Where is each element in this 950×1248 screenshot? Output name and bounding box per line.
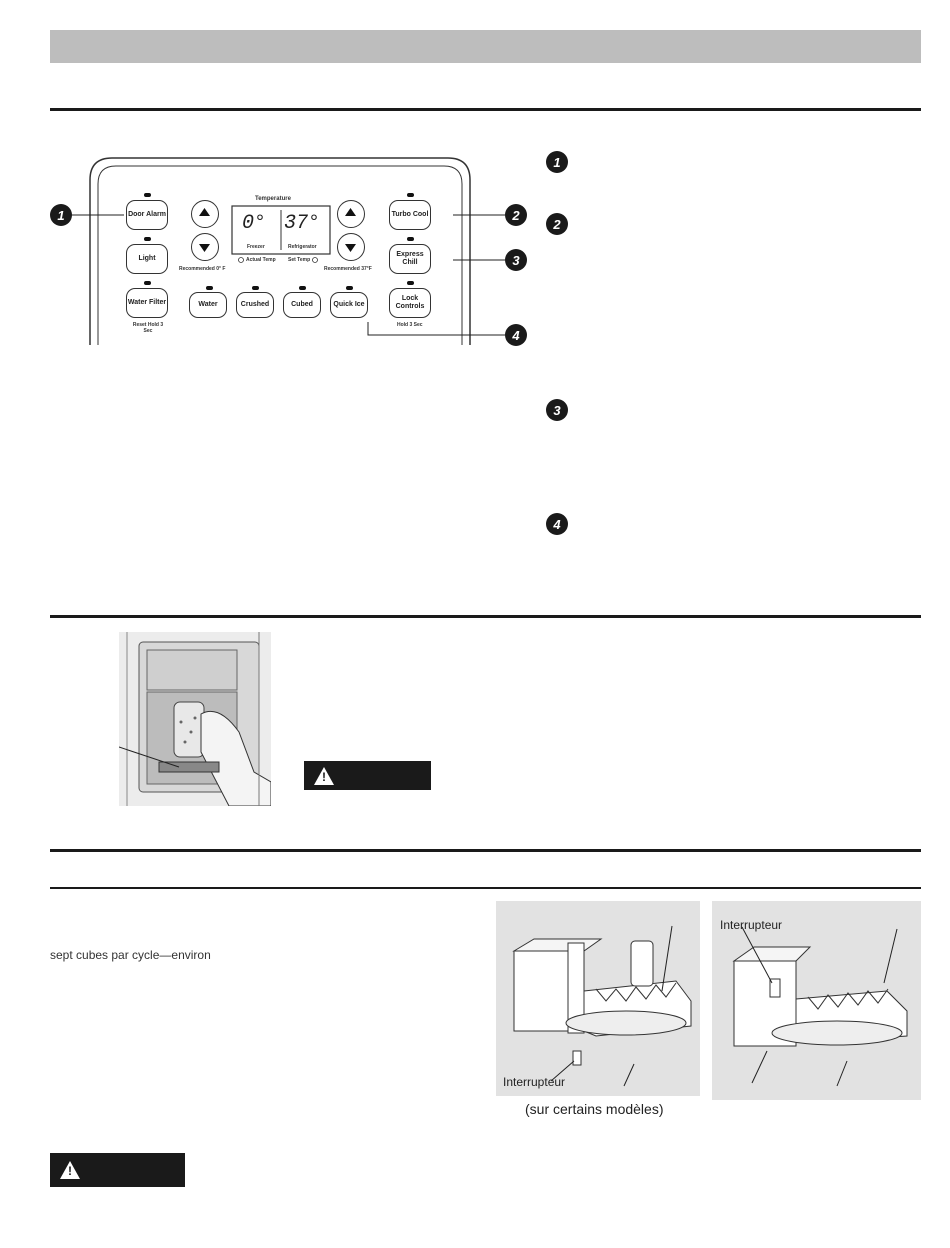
marker-2: 2 [546, 213, 568, 235]
light-button[interactable]: Light [126, 244, 168, 274]
fridge-temp-readout: 37° [284, 212, 321, 235]
lock-controls-button[interactable]: Lock Controls [389, 288, 431, 318]
panel-outline [70, 157, 505, 345]
arrow-up-icon [199, 208, 210, 216]
indicator-led [299, 286, 306, 290]
indicator-led [144, 193, 151, 197]
warning-icon: ! [314, 766, 334, 785]
marker-3: 3 [546, 399, 568, 421]
callout-badge-1: 1 [50, 204, 72, 226]
callout-badge-3: 3 [505, 249, 527, 271]
indicator-led [407, 193, 414, 197]
quick-ice-button[interactable]: Quick Ice [330, 292, 368, 318]
refrigerator-label: Refrigerator [288, 244, 317, 250]
indicator-led [206, 286, 213, 290]
icemaker-image-right: Interrupteur [712, 901, 921, 1100]
indicator-led [144, 237, 151, 241]
section-divider [50, 849, 921, 852]
set-temp-label: Set Temp [288, 257, 311, 263]
cubed-ice-button[interactable]: Cubed [283, 292, 321, 318]
icemaker-image-left: Interrupteur [496, 901, 700, 1096]
warning-label-bottom: ! [50, 1153, 185, 1187]
models-caption: (sur certains modèles) [525, 1101, 664, 1117]
temperature-label: Temperature [255, 196, 291, 202]
water-dispense-button[interactable]: Water [189, 292, 227, 318]
section-divider [50, 615, 921, 618]
actual-temp-label: Actual Temp [246, 257, 276, 263]
crushed-ice-button[interactable]: Crushed [236, 292, 274, 318]
water-filter-note: Reset Hold 3 Sec [132, 322, 164, 334]
recommended-freezer: Recommended 0° F [179, 266, 226, 272]
dispenser-drawing [119, 632, 271, 806]
freezer-label: Freezer [247, 244, 265, 250]
arrow-up-icon [345, 208, 356, 216]
recommended-fridge: Recommended 37°F [324, 266, 372, 272]
arrow-down-icon [345, 244, 356, 252]
control-panel-illustration: 1 2 3 4 Door Alarm Light Water Filter Re… [50, 150, 530, 350]
lock-note: Hold 3 Sec [397, 322, 423, 328]
indicator-led [346, 286, 353, 290]
fridge-up-button[interactable] [337, 200, 365, 228]
water-filter-button[interactable]: Water Filter [126, 288, 168, 318]
door-alarm-button[interactable]: Door Alarm [126, 200, 168, 230]
icemaker-drawing-left [512, 925, 692, 1087]
express-chill-button[interactable]: Express Chill [389, 244, 431, 274]
indicator-led [407, 237, 414, 241]
marker-4: 4 [546, 513, 568, 535]
switch-label-left: Interrupteur [503, 1075, 566, 1089]
indicator-led [407, 281, 414, 285]
indicator-led [252, 286, 259, 290]
fridge-down-button[interactable] [337, 233, 365, 261]
warning-icon: ! [60, 1161, 80, 1179]
freezer-up-button[interactable] [191, 200, 219, 228]
callout-badge-2: 2 [505, 204, 527, 226]
warning-label: ! [304, 761, 431, 790]
section-divider [50, 887, 921, 889]
freezer-temp-readout: 0° [242, 212, 267, 235]
icemaker-body-text: sept cubes par cycle—environ [50, 948, 211, 962]
turbo-cool-button[interactable]: Turbo Cool [389, 200, 431, 230]
indicator-led [144, 281, 151, 285]
callout-badge-4: 4 [505, 324, 527, 346]
marker-1: 1 [546, 151, 568, 173]
dispenser-illustration [119, 632, 271, 806]
section-header-bar [50, 30, 921, 63]
arrow-down-icon [199, 244, 210, 252]
icemaker-drawing-right [732, 926, 908, 1087]
switch-label-right: Interrupteur [720, 918, 783, 932]
section-divider [50, 108, 921, 111]
freezer-down-button[interactable] [191, 233, 219, 261]
